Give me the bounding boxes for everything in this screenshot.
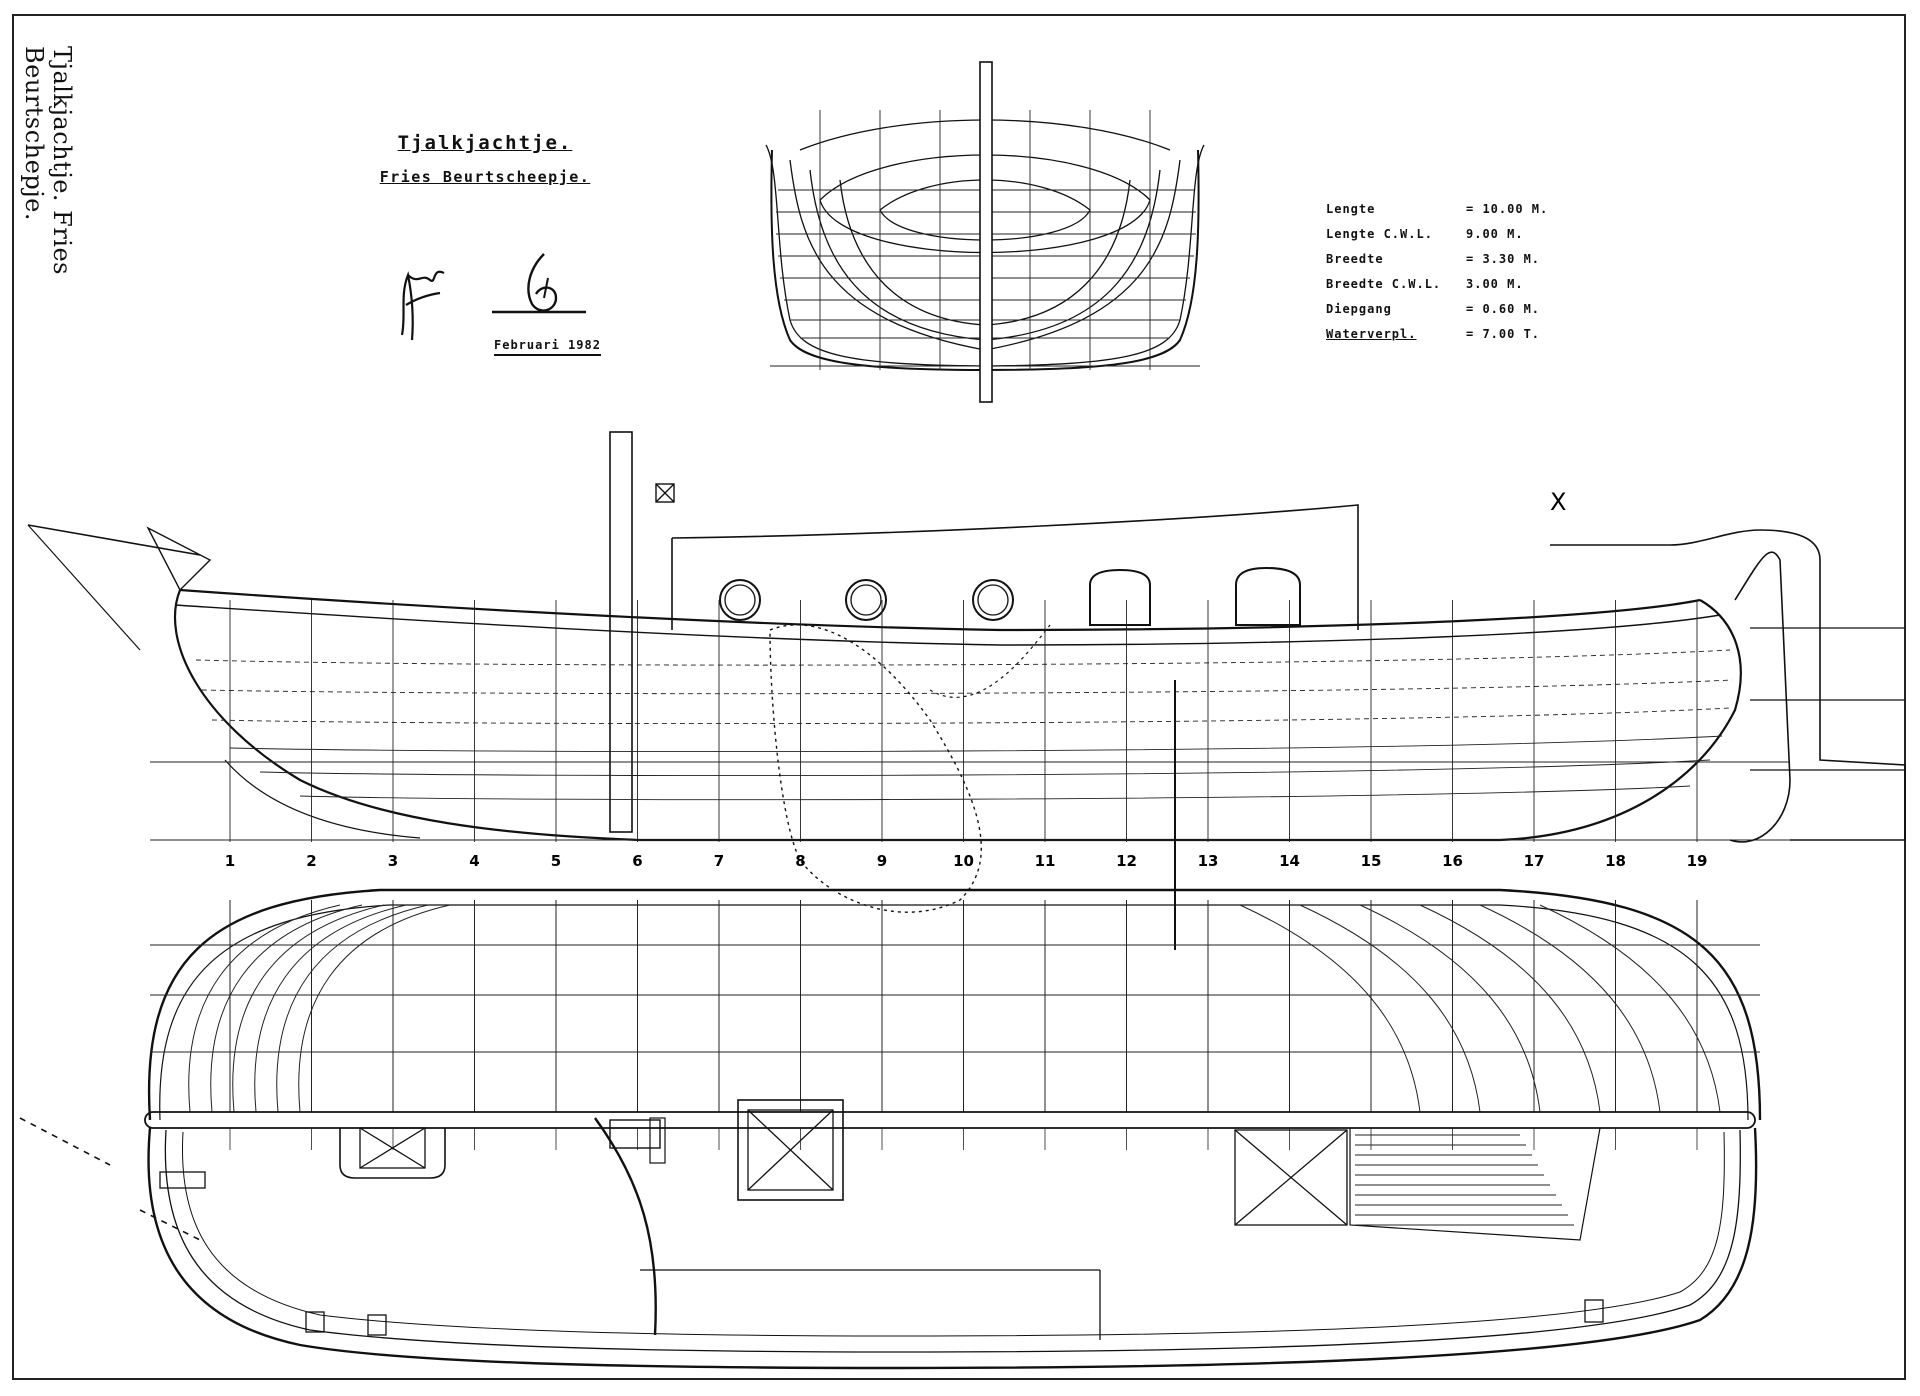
- bow-waterline-curve: [298, 904, 451, 1113]
- spec-label: Lengte C.W.L.: [1326, 226, 1433, 241]
- sheet-border: [12, 14, 1906, 1380]
- station-number: 3: [388, 852, 398, 870]
- bow-waterline-curve: [210, 904, 363, 1113]
- spec-value: = 0.60 M.: [1466, 301, 1541, 316]
- spec-row-length-cwl: Lengte C.W.L. 9.00 M.: [1326, 221, 1586, 246]
- stern-waterline-curve: [1239, 904, 1421, 1113]
- stern-waterline-curve: [1479, 904, 1661, 1113]
- station-number: 19: [1687, 852, 1708, 870]
- drawing-date: Februari 1982: [494, 338, 601, 356]
- spec-value: = 10.00 M.: [1466, 201, 1549, 216]
- station-number: 8: [795, 852, 805, 870]
- bow-waterline-curve: [188, 904, 341, 1113]
- spec-value: 3.00 M.: [1466, 276, 1524, 291]
- station-number: 2: [306, 852, 316, 870]
- station-number: 17: [1524, 852, 1545, 870]
- station-number: 7: [714, 852, 724, 870]
- station-number: 11: [1035, 852, 1056, 870]
- body-plan: [765, 61, 1205, 403]
- stern-waterline-curve: [1539, 904, 1721, 1113]
- station-number: 14: [1279, 852, 1300, 870]
- stern-waterline-curve: [1419, 904, 1601, 1113]
- spec-row-beam-cwl: Breedte C.W.L. 3.00 M.: [1326, 271, 1586, 296]
- drawing-title: Tjalkjachtje.: [397, 132, 573, 154]
- spec-row-displacement: Waterverpl. = 7.00 T.: [1326, 321, 1586, 346]
- station-number: 15: [1361, 852, 1382, 870]
- station-number: 5: [551, 852, 561, 870]
- signature-2: [492, 253, 586, 314]
- drawing-subtitle: Fries Beurtscheepje.: [379, 168, 591, 186]
- station-number: 16: [1442, 852, 1463, 870]
- spec-label: Lengte: [1326, 201, 1376, 216]
- spec-row-draught: Diepgang = 0.60 M.: [1326, 296, 1586, 321]
- signature-1: [400, 270, 445, 341]
- spec-row-length: Lengte = 10.00 M.: [1326, 196, 1586, 221]
- bow-waterline-curve: [254, 904, 407, 1113]
- vertical-sheet-title: Tjalkjachtje. Fries Beurtschepje.: [20, 46, 76, 275]
- station-number: 4: [469, 852, 479, 870]
- spec-value: = 7.00 T.: [1466, 326, 1541, 341]
- spec-label: Waterverpl.: [1326, 326, 1417, 341]
- station-number: 18: [1605, 852, 1626, 870]
- spec-label: Breedte C.W.L.: [1326, 276, 1442, 291]
- spec-label: Diepgang: [1326, 301, 1392, 316]
- stern-waterline-curve: [1359, 904, 1541, 1113]
- station-number: 6: [632, 852, 642, 870]
- spec-row-beam: Breedte = 3.30 M.: [1326, 246, 1586, 271]
- profile-view: [27, 431, 1906, 950]
- title-block: Tjalkjachtje. Fries Beurtscheepje.: [350, 132, 620, 186]
- specifications-table: Lengte = 10.00 M. Lengte C.W.L. 9.00 M. …: [1326, 196, 1586, 346]
- spec-value: = 3.30 M.: [1466, 251, 1541, 266]
- station-number: 9: [877, 852, 887, 870]
- bow-waterline-curve: [276, 904, 429, 1113]
- spec-label: Breedte: [1326, 251, 1384, 266]
- half-breadth-plan: [19, 888, 1762, 1370]
- station-number: 12: [1116, 852, 1137, 870]
- station-number: 13: [1198, 852, 1219, 870]
- stern-waterline-curve: [1299, 904, 1481, 1113]
- station-number: 10: [953, 852, 974, 870]
- spec-value: 9.00 M.: [1466, 226, 1524, 241]
- marker-x: X: [1550, 488, 1566, 516]
- bow-waterline-curve: [232, 904, 385, 1113]
- station-number: 1: [225, 852, 235, 870]
